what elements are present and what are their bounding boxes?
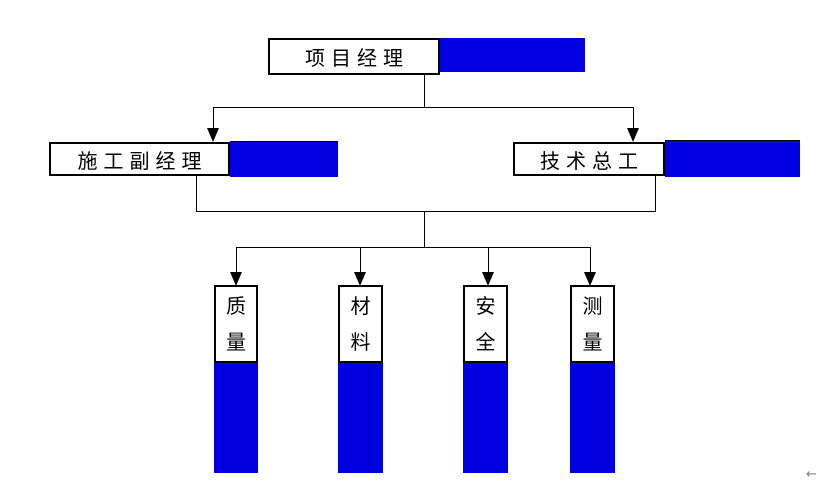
node-quality-column: 质 量 xyxy=(214,285,258,473)
node-project-manager-bar xyxy=(440,38,585,72)
safety-char-2: 全 xyxy=(475,330,496,354)
survey-char-1: 测 xyxy=(582,294,603,318)
node-materials-bar xyxy=(338,363,383,473)
arrowhead-materials-icon xyxy=(354,272,366,286)
node-materials-label: 材 料 xyxy=(338,285,383,363)
node-construction-deputy-manager-bar xyxy=(230,141,338,177)
arrowhead-right-icon xyxy=(627,128,639,142)
node-quality-label: 质 量 xyxy=(214,285,258,363)
connector-right-drop xyxy=(655,176,656,212)
connector-l1-branch xyxy=(213,107,634,108)
node-survey-label: 测 量 xyxy=(570,285,615,363)
node-chief-technical-engineer: 技术总工 xyxy=(513,142,665,176)
connector-quality-stub xyxy=(236,247,237,273)
quality-char-1: 质 xyxy=(226,294,246,318)
arrowhead-quality-icon xyxy=(230,272,242,286)
node-quality-bar xyxy=(214,363,258,473)
connector-l1-drop xyxy=(424,73,425,107)
node-safety-bar xyxy=(463,363,508,473)
materials-char-2: 料 xyxy=(350,330,371,354)
node-project-manager: 项目经理 xyxy=(268,38,440,75)
survey-char-2: 量 xyxy=(582,330,603,354)
connector-materials-stub xyxy=(360,247,361,273)
connector-l2-left-stub xyxy=(213,107,214,129)
materials-char-1: 材 xyxy=(350,294,371,318)
quality-char-2: 量 xyxy=(226,330,246,354)
node-safety-column: 安 全 xyxy=(463,285,508,473)
node-materials-column: 材 料 xyxy=(338,285,383,473)
safety-char-1: 安 xyxy=(475,294,496,318)
arrowhead-left-icon xyxy=(207,128,219,142)
connector-left-drop xyxy=(196,175,197,212)
arrowhead-safety-icon xyxy=(482,272,494,286)
connector-l2-right-stub xyxy=(633,107,634,129)
node-safety-label: 安 全 xyxy=(463,285,508,363)
node-chief-technical-engineer-bar xyxy=(665,140,800,177)
node-survey-bar xyxy=(570,363,615,473)
connector-l3-branch xyxy=(236,247,591,248)
connector-safety-stub xyxy=(488,247,489,273)
arrowhead-survey-icon xyxy=(584,272,596,286)
node-construction-deputy-manager: 施工副经理 xyxy=(49,142,230,176)
connector-l2-join xyxy=(196,211,656,212)
node-survey-column: 测 量 xyxy=(570,285,615,473)
stray-left-arrow-mark: ← xyxy=(806,467,817,482)
connector-center-drop xyxy=(424,211,425,248)
connector-survey-stub xyxy=(590,247,591,273)
